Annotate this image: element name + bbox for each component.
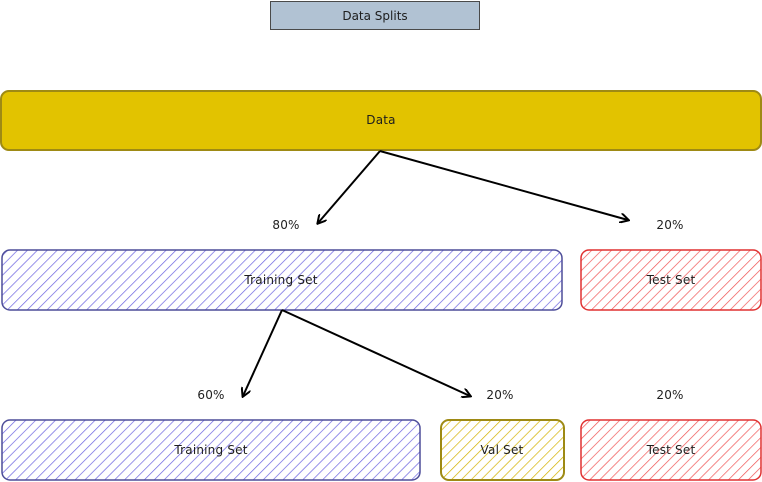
training-pct-label-level1: 80% [272, 218, 300, 232]
data-block [0, 90, 762, 151]
test-set-label-level1: Test Set [646, 273, 696, 287]
training-set-label-level1: Training Set [244, 273, 318, 287]
test-set-label-level2: Test Set [646, 443, 696, 457]
test-set-block-level1 [580, 249, 762, 311]
arrow-training-to-training [243, 309, 283, 396]
diagram-title-text: Data Splits [342, 8, 408, 23]
training-pct-label-level2: 60% [197, 388, 225, 402]
val-set-label-level2: Val Set [480, 443, 524, 457]
arrow-data-to-training [318, 150, 381, 223]
diagram-title: Data Splits [270, 1, 480, 30]
data-label: Data [366, 113, 396, 127]
val-pct-label-level2: 20% [486, 388, 514, 402]
arrow-training-to-val [281, 309, 470, 396]
val-set-block-level2 [440, 419, 565, 481]
test-pct-label-level1: 20% [656, 218, 684, 232]
test-set-block-level2 [580, 419, 762, 481]
training-set-block-level2 [1, 419, 421, 481]
training-set-label-level2: Training Set [174, 443, 248, 457]
test-pct-label-level2: 20% [656, 388, 684, 402]
arrow-data-to-test [379, 150, 628, 220]
